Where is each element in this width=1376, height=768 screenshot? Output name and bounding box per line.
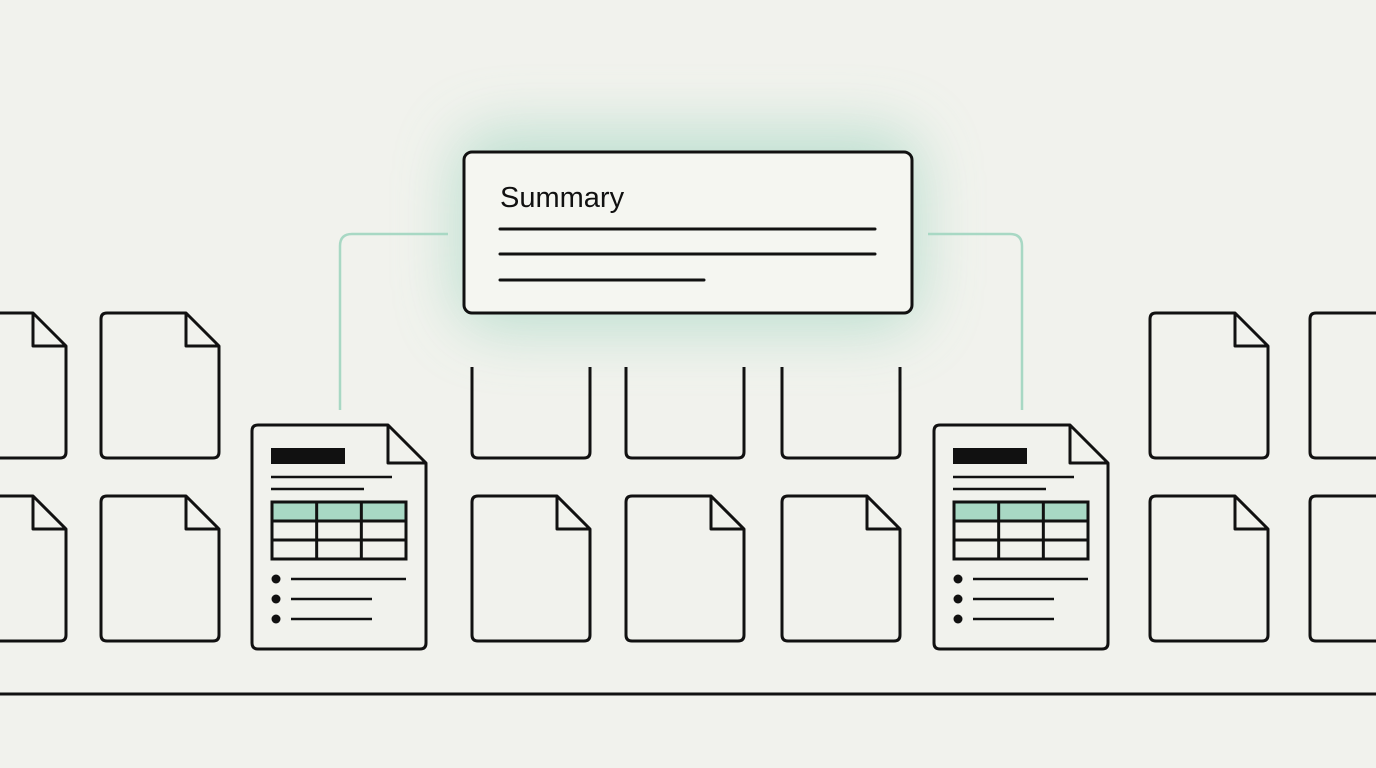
document-fold xyxy=(865,496,900,531)
document-fold xyxy=(31,496,66,531)
document-body xyxy=(1148,494,1270,643)
document-icon xyxy=(1308,494,1376,643)
document-body xyxy=(99,311,221,460)
document-fold xyxy=(1233,313,1268,348)
documents-layer xyxy=(0,311,1376,651)
document-body xyxy=(0,494,68,643)
summary-card-frame xyxy=(462,150,914,315)
document-body xyxy=(1148,311,1270,460)
document-icon xyxy=(0,494,68,643)
document-fold xyxy=(386,425,426,465)
table-header-row xyxy=(272,502,406,521)
table-header-row xyxy=(954,502,1088,521)
document-fold xyxy=(709,496,744,531)
document-icon xyxy=(1308,311,1376,460)
document-icon xyxy=(99,494,221,643)
bullet-dot xyxy=(271,594,281,604)
document-icon-cropped xyxy=(780,367,902,460)
document-icon xyxy=(624,494,746,643)
source-document-left xyxy=(250,423,428,651)
document-body xyxy=(99,494,221,643)
table-frame xyxy=(270,500,408,561)
document-body xyxy=(1308,494,1376,643)
document-body xyxy=(932,423,1110,651)
document-body xyxy=(780,494,902,643)
document-icon-cropped xyxy=(624,367,746,460)
document-body xyxy=(470,494,592,643)
document-fold xyxy=(1233,496,1268,531)
document-icon xyxy=(1148,494,1270,643)
document-body xyxy=(470,367,592,460)
document-body xyxy=(0,311,68,460)
source-document-right xyxy=(932,423,1110,651)
connector-left xyxy=(338,232,448,410)
bullet-dot xyxy=(271,614,281,624)
document-heading-bar xyxy=(271,448,345,464)
bullet-dot xyxy=(271,574,281,584)
bullet-dot xyxy=(953,614,963,624)
document-fold xyxy=(184,313,219,348)
document-icon xyxy=(99,311,221,460)
document-fold xyxy=(31,313,66,348)
summary-title: Summary xyxy=(500,182,625,214)
document-icon-cropped xyxy=(470,367,592,460)
document-body xyxy=(780,367,902,460)
document-body xyxy=(1308,311,1376,460)
document-icon xyxy=(780,494,902,643)
summary-card: Summary xyxy=(462,150,914,315)
document-body xyxy=(624,367,746,460)
document-body xyxy=(624,494,746,643)
document-fold xyxy=(555,496,590,531)
bullet-dot xyxy=(953,574,963,584)
bullet-dot xyxy=(953,594,963,604)
document-heading-bar xyxy=(953,448,1027,464)
connector-right xyxy=(928,232,1024,410)
document-fold xyxy=(184,496,219,531)
document-icon xyxy=(1148,311,1270,460)
table-frame xyxy=(952,500,1090,561)
document-fold xyxy=(1068,425,1108,465)
document-icon xyxy=(0,311,68,460)
document-body xyxy=(250,423,428,651)
document-icon xyxy=(470,494,592,643)
